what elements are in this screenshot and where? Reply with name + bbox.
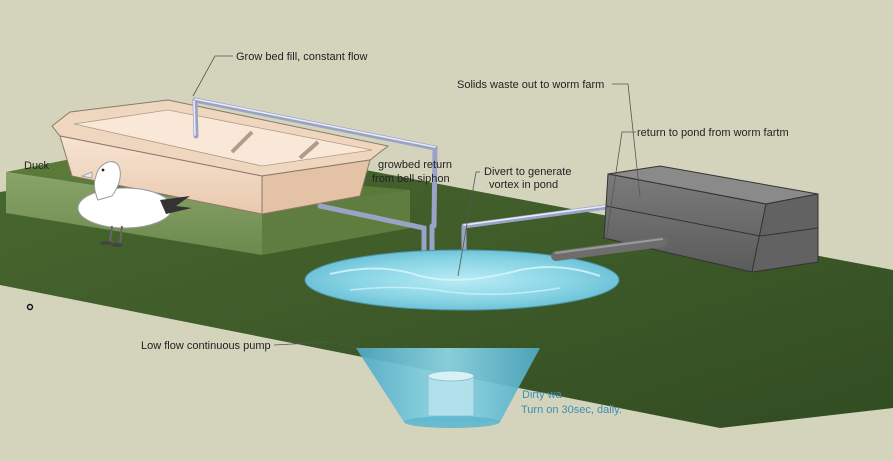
label-return-to-pond: return to pond from worm fartm <box>637 127 789 139</box>
label-dirty-water: Dirty wa <box>522 389 563 401</box>
settling-cone <box>356 348 540 428</box>
label-duck-partial: Duck <box>24 160 50 172</box>
label-growbed-return-1: growbed return <box>378 159 452 171</box>
label-turn-on: Turn on 30sec, daily. <box>521 404 622 416</box>
label-divert-1: Divert to generate <box>484 166 571 178</box>
worm-farm-box <box>603 165 819 273</box>
label-low-flow-pump: Low flow continuous pump <box>141 340 271 352</box>
label-divert-2: vortex in pond <box>489 179 558 191</box>
marker-dot <box>26 303 34 311</box>
label-solids-waste: Solids waste out to worm farm <box>457 79 604 91</box>
leader-lines <box>192 55 641 349</box>
duck-figure <box>77 161 192 247</box>
pond <box>304 249 620 311</box>
label-grow-bed-fill: Grow bed fill, constant flow <box>236 51 368 63</box>
label-growbed-return-2: from bell siphon <box>372 173 450 185</box>
worm-return-pipe <box>551 237 667 261</box>
grow-bed <box>51 99 390 215</box>
